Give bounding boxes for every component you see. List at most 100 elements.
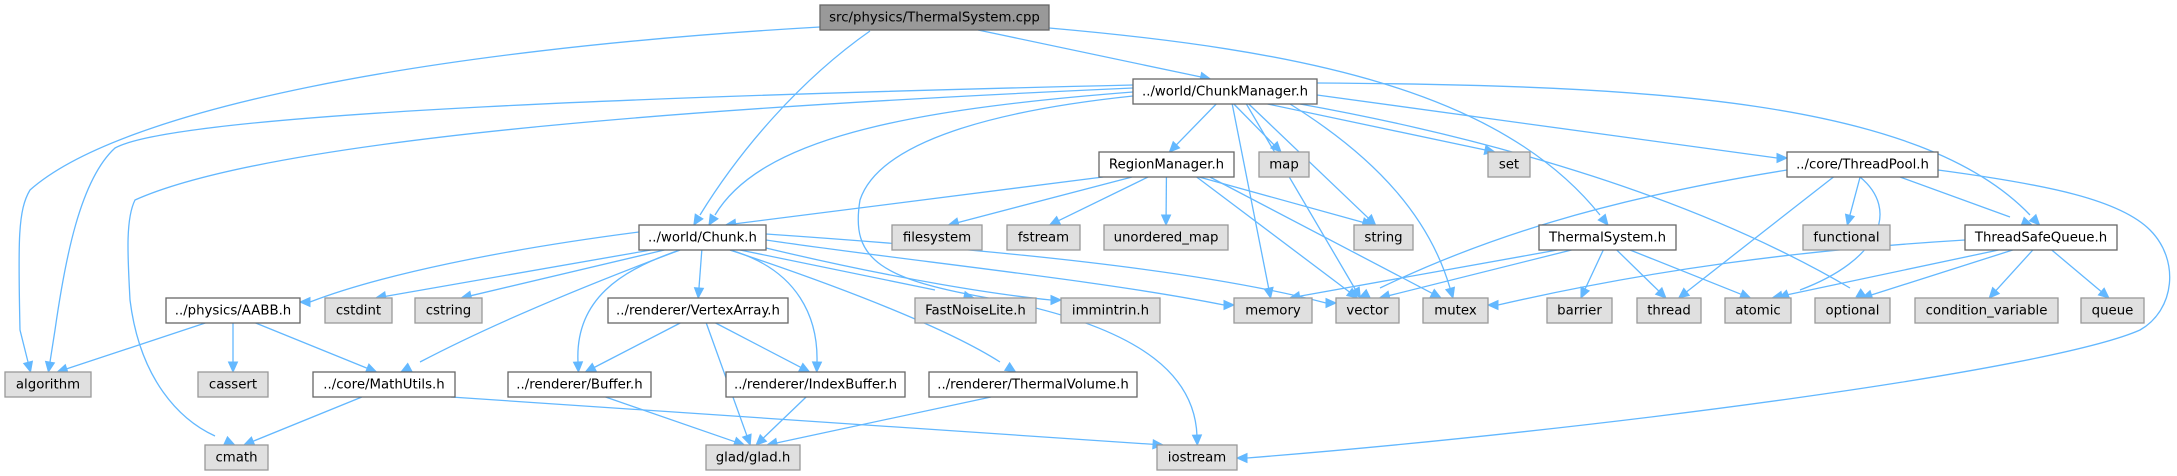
node-label: ../renderer/VertexArray.h: [616, 304, 780, 319]
node-label: memory: [1245, 304, 1301, 319]
node-label: iostream: [1168, 451, 1226, 466]
node-map: map: [1258, 151, 1310, 178]
edge-chunkmanager-to-algorithm-line: [49, 84, 1134, 363]
node-root[interactable]: src/physics/ThermalSystem.cpp: [819, 4, 1050, 31]
edge-chunkmanager-to-chunk: [708, 91, 1134, 227]
edge-thermalsystem_h-to-barrier: [1580, 249, 1604, 300]
edge-chunkmanager-to-mutex: [1289, 103, 1456, 300]
node-label: ../world/Chunk.h: [648, 231, 757, 246]
edge-threadpool-to-functional: [1844, 176, 1861, 227]
node-label: filesystem: [903, 231, 971, 246]
edge-regionmanager-to-mutex-line: [1209, 176, 1434, 295]
node-buffer[interactable]: ../renderer/Buffer.h: [507, 371, 652, 398]
edge-chunk-to-immintrin-arrowhead: [1050, 294, 1063, 306]
edge-root-to-thermalsystem_h: [1048, 27, 1609, 226]
edge-mathutils-to-iostream-line: [450, 396, 1155, 446]
edge-regionmanager-to-chunk-line: [734, 176, 1104, 225]
edge-chunkmanager-to-mutex-arrowhead: [1444, 286, 1456, 300]
edge-chunkmanager-to-set: [1267, 103, 1496, 155]
edge-chunk-to-buffer-arrowhead: [572, 361, 584, 374]
edge-chunk-to-fastnoise-line: [739, 249, 936, 291]
edge-threadsafequeue-to-optional-line: [1870, 249, 2013, 296]
node-box: [2080, 297, 2145, 324]
edge-thermalsystem_h-to-thread-line: [1616, 249, 1660, 293]
node-thread: thread: [1636, 297, 1702, 324]
node-label: immintrin.h: [1072, 304, 1149, 319]
edge-root-to-chunkmanager-line: [977, 29, 1202, 78]
edge-thermalsystem_h-to-atomic-arrowhead: [1738, 289, 1752, 300]
edge-regionmanager-to-chunk: [724, 176, 1104, 229]
node-fstream: fstream: [1006, 224, 1081, 251]
edge-chunk-to-indexbuffer-line: [729, 249, 818, 363]
edge-chunkmanager-to-map-arrowhead: [1269, 140, 1282, 153]
node-label: vector: [1346, 304, 1389, 319]
edge-aabb-to-cassert: [227, 323, 239, 374]
node-box: [507, 371, 652, 398]
node-chunk[interactable]: ../world/Chunk.h: [638, 224, 767, 251]
edge-mathutils-to-cmath: [242, 396, 363, 446]
edge-aabb-to-mathutils: [255, 322, 378, 373]
edge-root-to-thermalsystem_h-line: [1048, 27, 1601, 216]
edge-chunk-to-memory-line: [765, 239, 1225, 306]
node-label: RegionManager.h: [1109, 158, 1224, 173]
node-threadsafequeue[interactable]: ThreadSafeQueue.h: [1964, 224, 2118, 251]
node-box: [324, 297, 393, 324]
edge-thermalsystem_h-to-memory: [1288, 249, 1558, 302]
edge-chunk-to-thermalvolume-arrowhead: [1003, 361, 1017, 373]
node-indexbuffer[interactable]: ../renderer/IndexBuffer.h: [725, 371, 906, 398]
node-threadpool[interactable]: ../core/ThreadPool.h: [1786, 151, 1939, 178]
node-regionmanager[interactable]: RegionManager.h: [1098, 151, 1235, 178]
node-box: [1914, 297, 2059, 324]
edge-chunkmanager-to-optional-line: [1299, 103, 1851, 289]
node-filesystem: filesystem: [891, 224, 983, 251]
edge-chunk-to-fastnoise: [739, 249, 976, 302]
edge-chunk-to-cstring-line: [469, 249, 665, 297]
edge-chunk-to-thermalvolume-line: [729, 249, 1001, 363]
edge-indexbuffer-to-glad-arrowhead: [755, 433, 768, 446]
node-label: fstream: [1018, 231, 1069, 246]
node-box: [1546, 297, 1613, 324]
edge-root-to-chunk: [693, 30, 871, 227]
edge-threadsafequeue-to-condition_variable: [1988, 249, 2034, 299]
edge-thermalsystem_h-to-atomic-line: [1629, 249, 1743, 296]
node-label: FastNoiseLite.h: [925, 304, 1026, 319]
node-thermalsystem-h[interactable]: ThermalSystem.h: [1538, 224, 1677, 251]
node-thermalvolume[interactable]: ../renderer/ThermalVolume.h: [928, 371, 1138, 398]
node-glad: glad/glad.h: [705, 444, 801, 471]
node-label: cstring: [426, 304, 471, 319]
node-label: glad/glad.h: [716, 451, 791, 466]
edge-chunkmanager-to-memory-line: [1231, 103, 1270, 290]
edge-buffer-to-glad: [605, 396, 746, 447]
node-box: [1258, 151, 1310, 178]
edge-root-to-algorithm-line: [18, 26, 821, 363]
node-aabb[interactable]: ../physics/AABB.h: [165, 297, 301, 324]
edge-chunkmanager-to-algorithm: [44, 84, 1134, 374]
edge-vertexarray-to-indexbuffer-arrowhead: [797, 362, 811, 373]
node-atomic: atomic: [1724, 297, 1792, 324]
edge-chunkmanager-to-cmath-arrowhead: [222, 435, 236, 446]
node-label: cstdint: [336, 304, 381, 319]
edge-chunk-to-vertexarray: [693, 249, 705, 300]
edge-aabb-to-mathutils-arrowhead: [364, 363, 378, 373]
node-vertexarray[interactable]: ../renderer/VertexArray.h: [607, 297, 789, 324]
edge-threadpool-to-iostream: [1235, 169, 2171, 464]
node-box: [1964, 224, 2118, 251]
node-box: [204, 444, 269, 471]
node-immintrin: immintrin.h: [1060, 297, 1161, 324]
node-chunkmanager[interactable]: ../world/ChunkManager.h: [1132, 78, 1318, 105]
edge-regionmanager-to-unordered_map: [1160, 176, 1172, 227]
node-mathutils[interactable]: ../core/MathUtils.h: [312, 371, 456, 398]
edge-chunkmanager-to-algorithm-arrowhead: [44, 360, 56, 374]
edge-thermalsystem_h-to-atomic: [1629, 249, 1752, 300]
node-label: ../physics/AABB.h: [175, 304, 291, 319]
edge-chunk-to-vector-arrowhead: [1325, 297, 1338, 309]
node-box: [414, 297, 483, 324]
node-box: [1802, 224, 1891, 251]
edge-chunkmanager-to-regionmanager: [1168, 103, 1217, 153]
edge-thermalvolume-to-glad-line: [775, 396, 992, 444]
edge-chunk-to-cstdint-line: [384, 249, 652, 298]
edge-chunkmanager-to-map-line: [1233, 103, 1276, 147]
node-label: ../core/ThreadPool.h: [1796, 158, 1929, 173]
edge-threadpool-to-thread: [1677, 176, 1834, 299]
